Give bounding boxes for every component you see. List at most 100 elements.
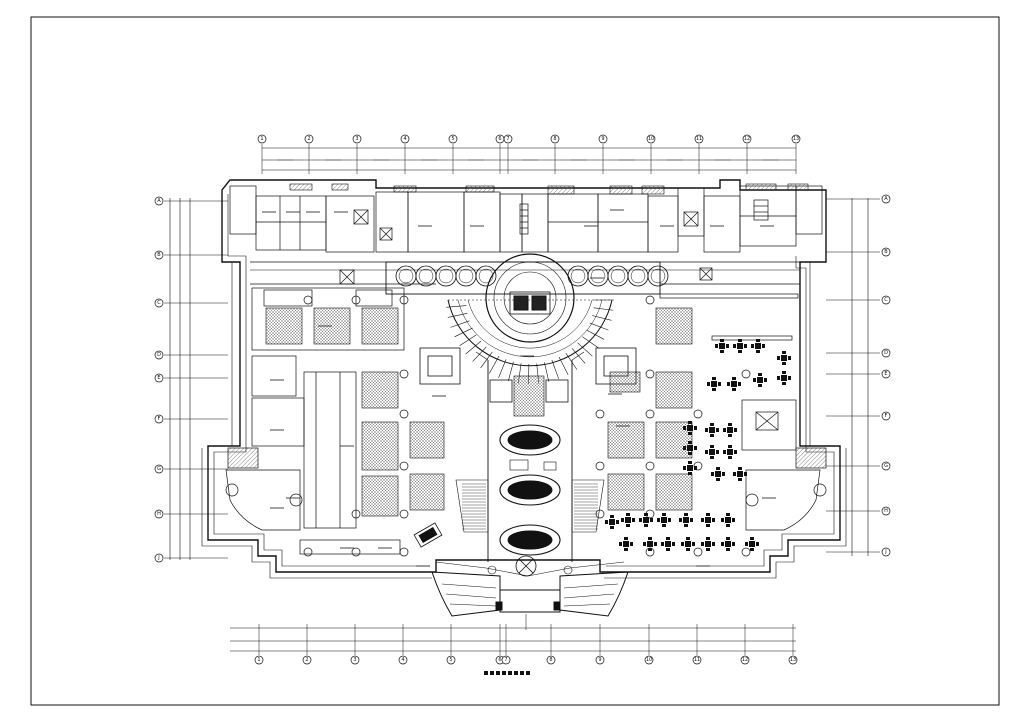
grid-bubble-label: 10: [648, 136, 654, 142]
stair-tread: [499, 359, 506, 378]
grid-bubble-top: 6: [496, 135, 504, 143]
grid-bubble-label: H: [884, 508, 888, 514]
hatched-tile: [362, 476, 398, 516]
chair: [777, 376, 780, 380]
round-planter-inner: [611, 269, 625, 283]
grid-bubble-bottom: 9: [596, 656, 604, 664]
chair: [782, 351, 786, 354]
chair: [648, 537, 652, 540]
table: [625, 517, 631, 523]
stair-tread: [582, 337, 598, 348]
chair: [644, 524, 648, 527]
grid-bubble-label: J: [157, 555, 159, 561]
chair: [732, 518, 735, 522]
top-dimension-ticks: [262, 144, 796, 174]
chair: [716, 478, 720, 481]
chair: [706, 548, 710, 551]
grid-bubble-label: 4: [401, 657, 404, 663]
stair-tread: [508, 362, 513, 381]
grid-bubble-right: J: [882, 548, 890, 556]
grid-bubble-label: F: [885, 413, 888, 419]
west-corner-room: [226, 448, 302, 530]
table-set: [715, 339, 729, 353]
chair: [686, 537, 690, 540]
column: [742, 370, 750, 378]
table-set: [723, 423, 737, 437]
chair: [744, 344, 747, 348]
stair-tread: [594, 308, 614, 310]
table: [757, 377, 763, 383]
bottom-dimension-chain: [230, 628, 796, 651]
grid-bubble-left: A: [155, 197, 163, 205]
table: [737, 343, 743, 349]
grid-bubble-bottom: 2: [303, 656, 311, 664]
table-set: [727, 377, 741, 391]
chair: [758, 373, 762, 376]
east-wing-hatched-tiles: [608, 308, 692, 510]
table-set: [681, 537, 695, 551]
table: [705, 517, 711, 523]
chair: [721, 518, 724, 522]
chair: [705, 450, 708, 454]
column: [596, 410, 604, 418]
chair: [661, 542, 664, 546]
chair: [711, 472, 714, 476]
hatched-tile: [608, 422, 644, 458]
hatched-tile: [362, 308, 398, 344]
table: [725, 517, 731, 523]
grid-bubble-top: 8: [551, 135, 559, 143]
stair-tread: [566, 353, 577, 370]
grid-bubble-label: B: [884, 249, 888, 255]
chair: [728, 456, 732, 459]
grid-bubble-bottom: 5: [447, 656, 455, 664]
grid-bubble-label: G: [884, 463, 888, 469]
chair: [762, 344, 765, 348]
grid-bubble-left: G: [155, 465, 163, 473]
chair: [712, 518, 715, 522]
table-set: [777, 351, 791, 365]
table-set: [619, 537, 633, 551]
table: [727, 449, 733, 455]
chair: [710, 456, 714, 459]
table: [711, 381, 717, 387]
grid-bubble-right: G: [882, 462, 890, 470]
grid-bubble-top: 11: [695, 135, 703, 143]
table-set: [701, 537, 715, 551]
round-planter-inner: [651, 269, 665, 283]
grid-bubble-label: 12: [744, 136, 750, 142]
column: [352, 548, 360, 556]
grid-bubble-left: D: [155, 351, 163, 359]
table: [661, 517, 667, 523]
grid-bubble-label: 4: [403, 136, 406, 142]
chair: [672, 542, 675, 546]
chair: [639, 518, 642, 522]
grid-bubble-label: 2: [305, 657, 308, 663]
chair: [688, 472, 692, 475]
chair: [727, 382, 730, 386]
grid-bubble-bottom: 13: [789, 656, 797, 664]
table: [755, 343, 761, 349]
column: [304, 548, 312, 556]
hatched-tile: [266, 308, 302, 344]
grid-bubble-left: B: [155, 251, 163, 259]
chair: [666, 537, 670, 540]
chair: [688, 421, 692, 424]
grid-bubble-top: 5: [449, 135, 457, 143]
table: [737, 471, 743, 477]
grid-bubble-label: C: [884, 297, 888, 303]
table-set: [711, 467, 725, 481]
table: [749, 541, 755, 547]
table: [687, 425, 693, 431]
table-set: [745, 537, 759, 551]
chair: [710, 445, 714, 448]
table: [609, 519, 615, 525]
table-set: [721, 537, 735, 551]
grid-bubble-right: F: [882, 412, 890, 420]
chair: [710, 423, 714, 426]
chair: [738, 478, 742, 481]
chair: [694, 466, 697, 470]
column: [694, 548, 702, 556]
chair: [706, 513, 710, 516]
